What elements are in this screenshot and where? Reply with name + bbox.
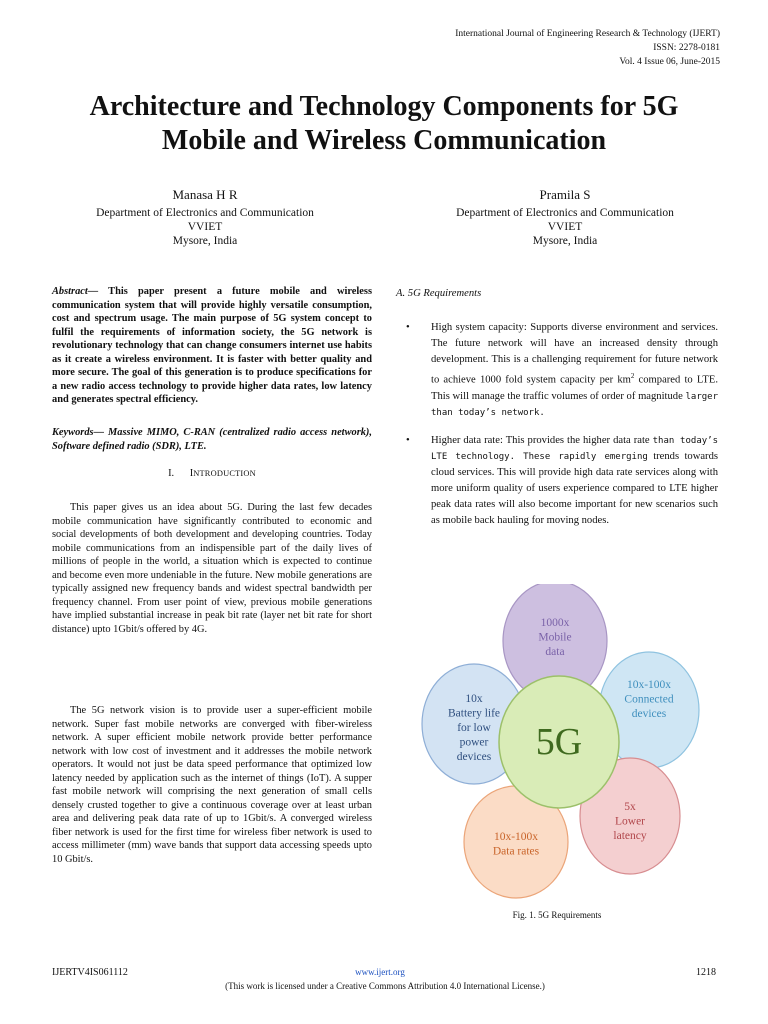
center-circle	[498, 675, 620, 809]
author-institute: VVIET	[547, 221, 583, 233]
petal-label: for low	[457, 722, 491, 734]
section-number: I.	[168, 468, 175, 479]
petal-2	[579, 757, 681, 875]
author-institute: VVIET	[187, 221, 223, 233]
petal-label: devices	[632, 708, 667, 720]
paragraph-text: This paper gives us an idea about 5G. Du…	[52, 502, 372, 635]
paragraph-text: The 5G network vision is to provide user…	[52, 705, 372, 865]
petal-label: power	[460, 737, 489, 749]
list-item: • Higher data rate: This provides the hi…	[406, 433, 718, 529]
author-block-1: Manasa H R Department of Electronics and…	[55, 186, 355, 248]
petal-label: Data rates	[493, 846, 540, 858]
author-block-2: Pramila S Department of Electronics and …	[400, 186, 730, 248]
petal-label: devices	[457, 751, 492, 763]
requirements-list: • High system capacity: Supports diverse…	[406, 320, 718, 541]
petal-label: 5x	[624, 801, 636, 813]
petal-label: latency	[613, 830, 646, 842]
bullet-text: trends towards cloud services. This will…	[431, 450, 718, 526]
list-item: • High system capacity: Supports diverse…	[406, 320, 718, 421]
figure-caption: Fig. 1. 5G Requirements	[512, 910, 602, 920]
subsection-heading: A. 5G Requirements	[396, 288, 482, 299]
author-location: Mysore, India	[172, 235, 238, 247]
petal-label: 10x	[465, 693, 483, 705]
section-heading-introduction: I. INTRODUCTION	[52, 468, 372, 479]
petal-label: Battery life	[448, 708, 500, 720]
author-department: Department of Electronics and Communicat…	[96, 207, 314, 219]
paper-title: Architecture and Technology Components f…	[30, 90, 738, 158]
bullet-text-mono: than today’s LTE technology. These rapid…	[431, 435, 718, 462]
keywords-label: Keywords—	[52, 427, 104, 438]
keywords: Keywords— Massive MIMO, C-RAN (centraliz…	[52, 426, 372, 453]
petal-label: data	[545, 646, 564, 658]
petal-label: 10x-100x	[627, 679, 671, 691]
petal-label: Mobile	[538, 632, 571, 644]
journal-header: International Journal of Engineering Res…	[380, 27, 720, 69]
bullet-text-mono: larger than today’s network.	[431, 391, 718, 418]
abstract-label: Abstract—	[52, 286, 99, 297]
footer-paper-id: IJERTV4IS061112	[52, 967, 128, 978]
intro-paragraph-2: The 5G network vision is to provide user…	[52, 704, 372, 866]
bullet-text: compared to LTE. This will manage the tr…	[431, 374, 718, 402]
petal-label: 1000x	[541, 617, 570, 629]
keywords-text: Massive MIMO, C-RAN (centralized radio a…	[52, 427, 372, 452]
footer-license: (This work is licensed under a Creative …	[225, 981, 545, 991]
author-location: Mysore, India	[532, 235, 598, 247]
paper-title-line2: Mobile and Wireless Communication	[161, 125, 607, 156]
author-name: Pramila S	[539, 187, 591, 202]
abstract: Abstract— This paper present a future mo…	[52, 285, 372, 407]
journal-name: International Journal of Engineering Res…	[455, 29, 720, 39]
abstract-text: This paper present a future mobile and w…	[52, 286, 372, 405]
journal-volume: Vol. 4 Issue 06, June-2015	[619, 57, 720, 67]
footer-website-link[interactable]: www.ijert.org	[355, 967, 405, 977]
intro-paragraph-1: This paper gives us an idea about 5G. Du…	[52, 501, 372, 636]
bullet-text: High system capacity: Supports diverse e…	[431, 322, 718, 386]
author-department: Department of Electronics and Communicat…	[456, 207, 674, 219]
superscript: 2	[630, 372, 635, 380]
bullet-icon: •	[406, 322, 410, 333]
petal-label: Lower	[615, 816, 645, 828]
journal-issn: ISSN: 2278-0181	[653, 43, 720, 53]
section-title-rest: NTRODUCTION	[193, 469, 256, 478]
petal-diagram: 5G1000xMobiledata10x-100xConnecteddevice…	[421, 580, 700, 899]
bullet-text: Higher data rate: This provides the high…	[431, 434, 653, 446]
petal-label: Connected	[624, 694, 673, 706]
section-title-initial: I	[189, 468, 194, 479]
footer-page-number: 1218	[696, 967, 716, 978]
author-name: Manasa H R	[172, 187, 238, 202]
center-label: 5G	[536, 721, 582, 763]
petal-label: 10x-100x	[494, 831, 538, 843]
paper-title-line1: Architecture and Technology Components f…	[89, 91, 679, 122]
bullet-icon: •	[406, 434, 410, 446]
